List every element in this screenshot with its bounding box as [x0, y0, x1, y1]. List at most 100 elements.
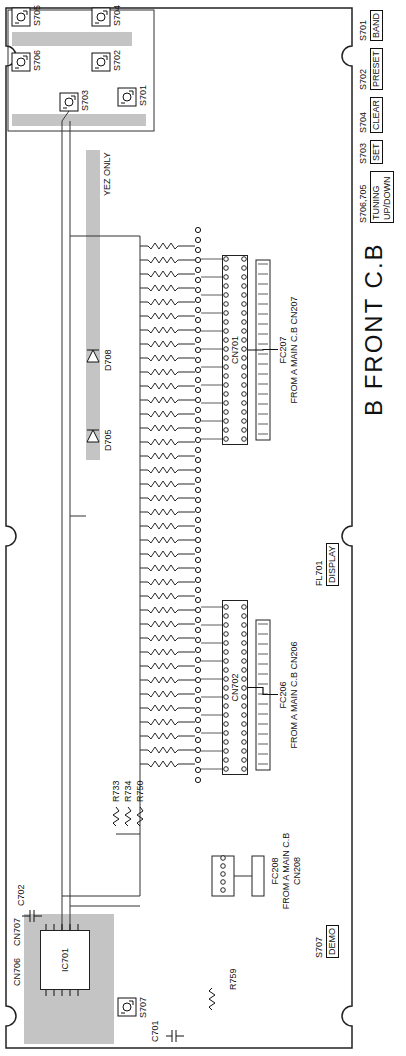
connector-pin-pad [224, 767, 229, 772]
connector-pin-pad [242, 767, 247, 772]
resistor-symbol [140, 691, 195, 697]
connector-pin-pad [224, 641, 229, 646]
connector-pin-pad [242, 302, 247, 307]
resistor-symbol [140, 761, 195, 767]
trace [201, 697, 222, 698]
resistor-symbol [140, 285, 195, 291]
cable-name: FC206 [278, 641, 289, 748]
display-pin-pad [195, 437, 200, 442]
flex-cable-contact [258, 424, 268, 425]
trace [140, 236, 141, 764]
flex-cable-contact [258, 294, 268, 295]
function-name: SET [370, 140, 383, 164]
display-pin-pad [195, 407, 200, 412]
resistor-symbol [140, 467, 195, 473]
cable-source: FROM A MAIN C.B CN206 [289, 641, 300, 748]
display-pin-pad [195, 427, 200, 432]
trace [201, 679, 222, 680]
part-label: S704 [112, 5, 122, 26]
function-name: TUNING UP/DOWN [370, 171, 394, 223]
ic-pin [78, 990, 79, 996]
resistor-symbol [140, 509, 195, 515]
connector-pin-pad [224, 749, 229, 754]
resistor-symbol [140, 243, 195, 249]
connector-pin-pad [224, 392, 229, 397]
resistor-symbol [140, 327, 195, 333]
connector-pin-pad [242, 419, 247, 424]
trace [201, 751, 222, 752]
part-label: S707 [138, 997, 148, 1018]
function-tag: S706,705TUNING UP/DOWN [358, 171, 394, 223]
connector-pin-pad [224, 401, 229, 406]
connector-pin-pad [224, 686, 229, 691]
flex-cable-contact [258, 374, 268, 375]
resistor-symbol [140, 635, 195, 641]
resistor-symbol [140, 355, 195, 361]
switch-symbol [92, 53, 110, 71]
cable-callout: FC208FROM A MAIN C.B CN208 [270, 826, 303, 916]
display-pin-pad [195, 517, 200, 522]
resistor-symbol [140, 719, 195, 725]
connector-pin-pad [242, 668, 247, 673]
connector-pin-pad [224, 347, 229, 352]
display-pin-pad [195, 617, 200, 622]
resistor-symbol [140, 747, 195, 753]
flex-cable-contact [258, 314, 268, 315]
connector-pin-pad [242, 740, 247, 745]
connector-pin-pad [221, 872, 226, 877]
connector-pin-pad [224, 623, 229, 628]
display-pin-pad [195, 677, 200, 682]
connector-pin-pad [242, 356, 247, 361]
display-pin-pad [195, 297, 200, 302]
display-pin-pad [195, 377, 200, 382]
flex-cable-contact [258, 764, 268, 765]
board-outline [6, 8, 352, 1048]
flex-cable-contact [258, 354, 268, 355]
board-title: B FRONT C.B [360, 242, 388, 416]
flex-cable-contact [258, 274, 268, 275]
display-pin-pad [195, 357, 200, 362]
ic-pin [46, 990, 47, 996]
diode-symbol [87, 430, 99, 442]
display-pin-pad [195, 607, 200, 612]
display-pin-pad [195, 547, 200, 552]
resistor-symbol [140, 537, 195, 543]
trace [201, 367, 222, 368]
display-pin-pad [195, 777, 200, 782]
trace [201, 385, 222, 386]
flex-cable-contact [258, 344, 268, 345]
connector-pin-pad [242, 320, 247, 325]
connector-pin-pad [242, 632, 247, 637]
part-label: S703 [80, 90, 90, 111]
resistor-symbol [140, 439, 195, 445]
resistor-symbol [209, 988, 215, 1010]
trace [62, 916, 63, 930]
connector-pin-pad [224, 758, 229, 763]
resistor-symbol [140, 453, 195, 459]
flex-cable-strip [252, 856, 264, 896]
flex-cable-contact [258, 654, 268, 655]
flex-cable-contact [258, 634, 268, 635]
flex-cable-contact [258, 714, 268, 715]
resistor-symbol [140, 383, 195, 389]
resistor-symbol [140, 663, 195, 669]
flex-cable-contact [258, 674, 268, 675]
connector-pin-pad [224, 284, 229, 289]
trace [201, 715, 222, 716]
flex-cable-contact [258, 624, 268, 625]
trace [70, 516, 86, 517]
flex-cable-contact [258, 284, 268, 285]
switch-symbol [12, 8, 30, 26]
connector-pin-pad [242, 605, 247, 610]
connector-pin-pad [224, 365, 229, 370]
trace [201, 661, 222, 662]
flex-cable-contact [258, 724, 268, 725]
connector-pin-pad [242, 650, 247, 655]
flex-cable-contact [258, 744, 268, 745]
switch-ref: S706,705 [358, 171, 369, 223]
cable-source: FROM A MAIN C.B CN207 [289, 296, 300, 403]
resistor-symbol [140, 299, 195, 305]
display-pin-pad [195, 447, 200, 452]
